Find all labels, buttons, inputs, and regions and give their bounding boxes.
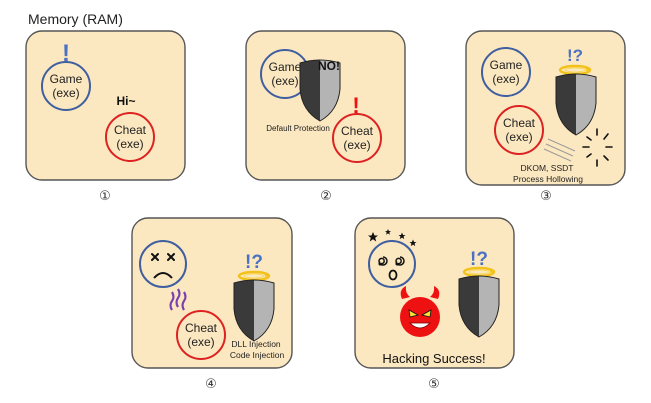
game-label: Game [490,58,523,72]
game-sublabel: (exe) [271,74,298,88]
panel-2: Game (exe) NO! ! Default Protection Chea… [245,30,406,181]
cheat-circle [176,310,226,360]
panel-5-number: ⑤ [428,376,440,391]
panel-5: !? Hacking Success! [354,217,515,369]
cheat-sublabel: (exe) [505,130,532,144]
poison-wave-icon [169,288,187,311]
cheat-label: Cheat [341,124,374,138]
speech-text: Hi~ [116,94,135,108]
panel-1-number: ① [99,188,111,203]
technique-line-1: DLL Injection [231,339,281,349]
alert-icon: ! [62,40,70,67]
memory-title: Memory (RAM) [28,11,123,27]
game-label: Game [269,60,302,74]
technique-line-2: Process Hollowing [513,174,583,184]
stars-icon [368,229,417,247]
impact-burst-icon [582,128,613,167]
alert-icon: ! [352,93,359,118]
technique-line-2: Code Injection [230,350,285,360]
alert-icon: !? [470,249,488,270]
panel-4: !? Cheat (exe) DLL Injection Code Inject… [131,217,293,369]
protection-label: Default Protection [266,124,330,133]
panel-1-box [25,30,186,181]
panel-2-number: ② [320,188,332,203]
cheat-label: Cheat [114,123,147,137]
panel-1: ! Game (exe) Hi~ Cheat (exe) [25,30,186,181]
alert-icon: !? [567,46,583,65]
cheat-sublabel: (exe) [116,137,143,151]
game-circle [41,61,91,111]
cheat-sublabel: (exe) [187,335,214,349]
game-circle [481,47,531,97]
panel-3: Game (exe) !? Cheat (exe) DKOM, SSDT Pro… [465,30,626,186]
alert-icon: !? [245,252,263,273]
cheat-sublabel: (exe) [343,138,370,152]
cheat-circle [332,113,382,163]
speech-text: NO! [318,59,340,73]
cheat-label: Cheat [503,116,536,130]
devil-icon [400,286,440,337]
panel-3-number: ③ [540,188,552,203]
game-sublabel: (exe) [492,72,519,86]
game-label: Game [50,72,83,86]
game-sublabel: (exe) [52,86,79,100]
technique-line-1: DKOM, SSDT [521,163,574,173]
cheat-label: Cheat [185,321,218,335]
sad-face-icon [139,240,187,288]
panel-4-number: ④ [205,376,217,391]
speed-lines-icon [543,138,576,162]
result-text: Hacking Success! [382,351,485,366]
cheat-circle [105,112,155,162]
cheat-circle [494,105,544,155]
dizzy-face-icon [368,240,416,288]
